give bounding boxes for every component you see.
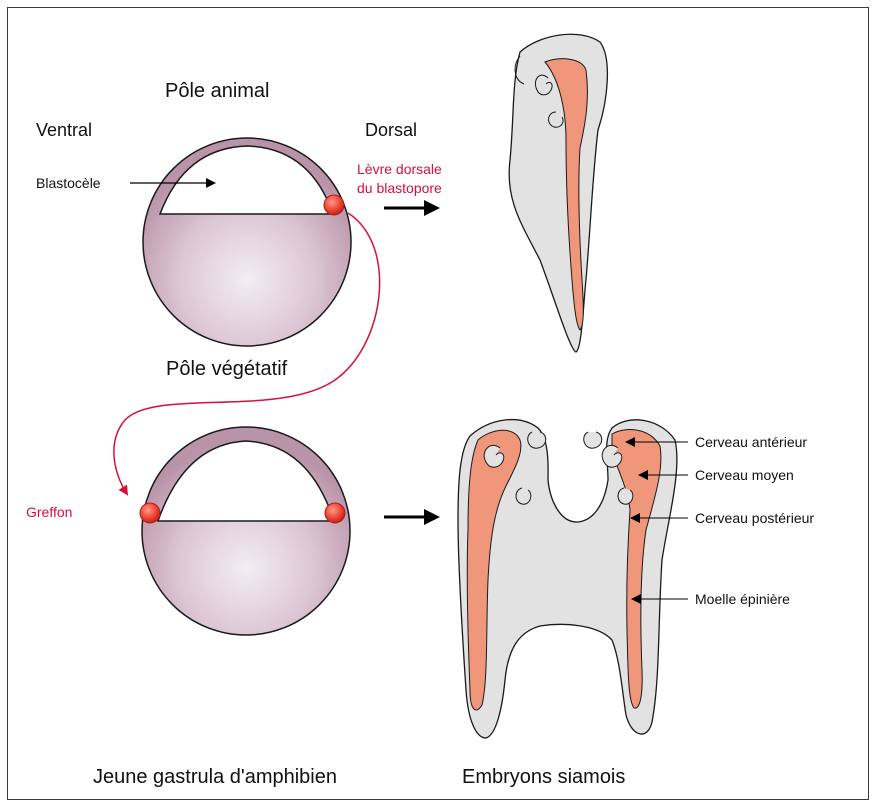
graft-label: Greffon: [26, 504, 72, 520]
blastocoel-label: Blastocèle: [36, 175, 101, 191]
spinal-cord-label: Moelle épinière: [695, 591, 790, 607]
animal-pole-label: Pôle animal: [165, 80, 270, 103]
midbrain-label: Cerveau moyen: [695, 467, 794, 483]
graft-marker: [140, 503, 160, 523]
gastrula-bottom: [140, 427, 350, 635]
caption-right: Embryons siamois: [462, 766, 625, 789]
right-hindbrain-bulge: [618, 488, 633, 504]
dorsal-lip-label-line2: du blastopore: [357, 180, 442, 196]
single-embryo: [509, 34, 607, 352]
caption-left: Jeune gastrula d'amphibien: [93, 766, 337, 789]
vegetal-pole-label: Pôle végétatif: [166, 358, 287, 381]
arrow-top-right: [384, 200, 440, 216]
right-midbrain-bulge: [584, 432, 602, 448]
ventral-label: Ventral: [36, 120, 92, 141]
left-hindbrain-bulge: [516, 488, 531, 504]
host-lip-marker: [325, 503, 345, 523]
forebrain-label: Cerveau antérieur: [695, 434, 807, 450]
gastrula-top: [143, 138, 351, 346]
dorsal-label: Dorsal: [365, 120, 417, 141]
hindbrain-label: Cerveau postérieur: [695, 510, 814, 526]
dorsal-lip-label-line1: Lèvre dorsale: [357, 161, 442, 177]
left-midbrain-bulge: [528, 432, 546, 448]
siamese-embryos: [458, 420, 677, 738]
arrow-bottom-right: [384, 509, 440, 525]
dorsal-lip-marker: [324, 195, 344, 215]
